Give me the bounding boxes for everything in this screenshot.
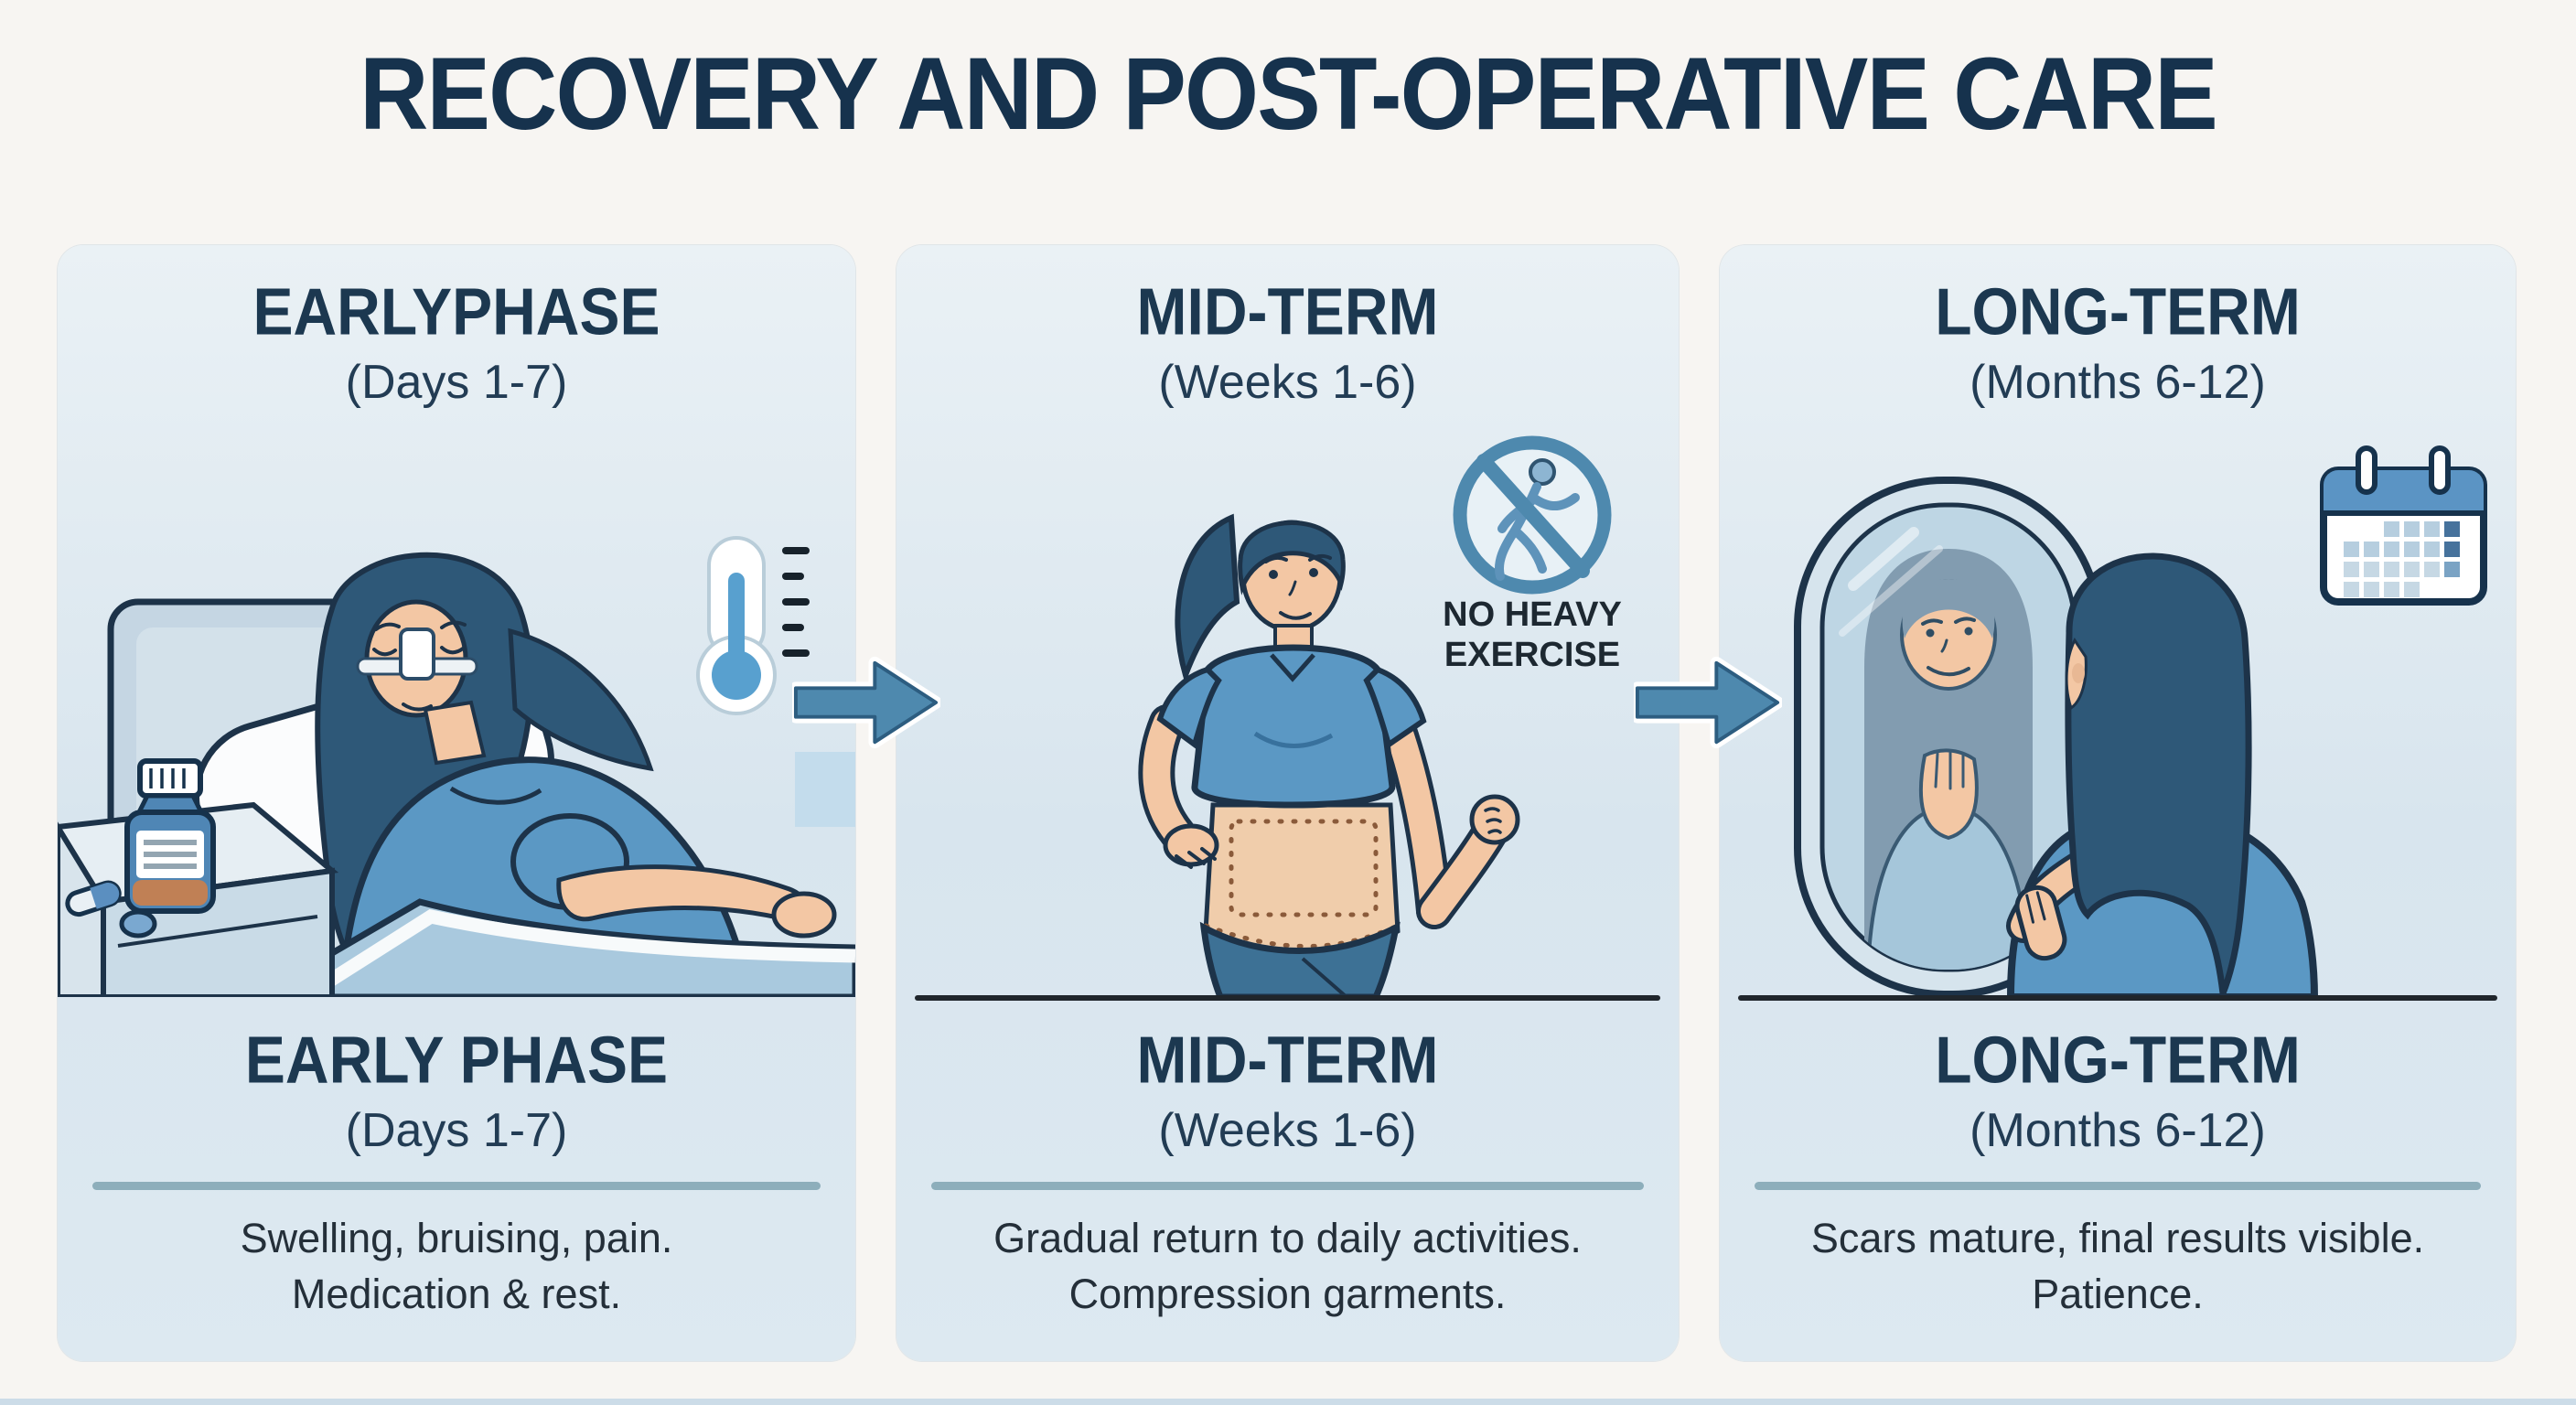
ponytail — [1175, 513, 1240, 684]
thermometer-icon — [696, 536, 810, 715]
page-title: RECOVERY AND POST-OPERATIVE CARE — [360, 37, 2218, 151]
mid-term-section-line — [915, 995, 1660, 1001]
long-desc-line-2: Patience. — [2032, 1270, 2204, 1317]
mid-term-bottom-range: (Weeks 1-6) — [1158, 1104, 1417, 1157]
woman-compression-illustration — [1138, 513, 1520, 997]
touching-hand — [2014, 885, 2067, 961]
long-term-section-line — [1738, 995, 2497, 1001]
early-phase-illustration — [58, 393, 855, 997]
early-phase-top-title: EARLYPHASE — [252, 273, 660, 349]
panel-early-phase: EARLYPHASE (Days 1-7) — [58, 245, 855, 1361]
bottom-edge-strip — [0, 1399, 2576, 1405]
runner-icon — [1529, 458, 1556, 486]
early-phase-top-range: (Days 1-7) — [345, 356, 568, 409]
long-term-bottom-range: (Months 6-12) — [1970, 1104, 2266, 1157]
early-desc-line-1: Swelling, bruising, pain. — [240, 1215, 673, 1261]
long-term-description: Scars mature, final results visible. Pat… — [1720, 1211, 2516, 1323]
woman-back-view — [2006, 552, 2319, 997]
long-term-illustration — [1720, 393, 2516, 997]
pills-icon — [65, 880, 157, 938]
nasal-splint-icon — [399, 627, 435, 681]
early-phase-bottom-range: (Days 1-7) — [345, 1104, 568, 1157]
long-term-divider — [1755, 1182, 2481, 1190]
compression-garment — [1203, 819, 1401, 949]
patient-hand — [771, 891, 837, 938]
no-heavy-exercise-icon — [1453, 435, 1612, 595]
crop-top — [1191, 644, 1396, 809]
mid-term-top-title: MID-TERM — [1136, 273, 1439, 349]
no-heavy-label-line1: NO HEAVY — [1443, 595, 1622, 634]
long-term-top-range: (Months 6-12) — [1970, 356, 2266, 409]
mirror-icon — [1794, 477, 2103, 997]
arrow-right-icon-2 — [1634, 656, 1782, 749]
mid-term-description: Gradual return to daily activities. Comp… — [896, 1211, 1679, 1323]
hand-on-hip — [1163, 823, 1219, 867]
early-phase-description: Swelling, bruising, pain. Medication & r… — [58, 1211, 855, 1323]
panel-mid-term: MID-TERM (Weeks 1-6) NO HEAV — [896, 245, 1679, 1361]
panel-long-term: LONG-TERM (Months 6-12) — [1720, 245, 2516, 1361]
calendar-icon — [2320, 445, 2487, 606]
long-desc-line-1: Scars mature, final results visible. — [1810, 1215, 2425, 1261]
mid-desc-line-1: Gradual return to daily activities. — [993, 1215, 1582, 1261]
long-term-top-title: LONG-TERM — [1935, 273, 2301, 349]
early-phase-divider — [92, 1182, 821, 1190]
wall-fixture — [795, 752, 855, 827]
mid-desc-line-2: Compression garments. — [1068, 1270, 1507, 1317]
no-heavy-label-line2: EXERCISE — [1444, 636, 1620, 674]
early-phase-bottom-title: EARLY PHASE — [244, 1022, 669, 1097]
reflection-hand — [1918, 748, 1979, 841]
mid-term-illustration: NO HEAVY EXERCISE — [896, 393, 1679, 997]
leggings — [1199, 921, 1401, 997]
long-term-bottom-title: LONG-TERM — [1935, 1022, 2301, 1097]
mid-term-bottom-title: MID-TERM — [1136, 1022, 1439, 1097]
back-hair — [2065, 552, 2252, 995]
medication-bottle-icon — [124, 758, 216, 914]
early-desc-line-2: Medication & rest. — [291, 1270, 622, 1317]
arrow-right-icon-1 — [792, 656, 940, 749]
mirror-reflection — [1839, 527, 2033, 970]
mid-term-divider — [931, 1182, 1644, 1190]
mid-term-top-range: (Weeks 1-6) — [1158, 356, 1417, 409]
